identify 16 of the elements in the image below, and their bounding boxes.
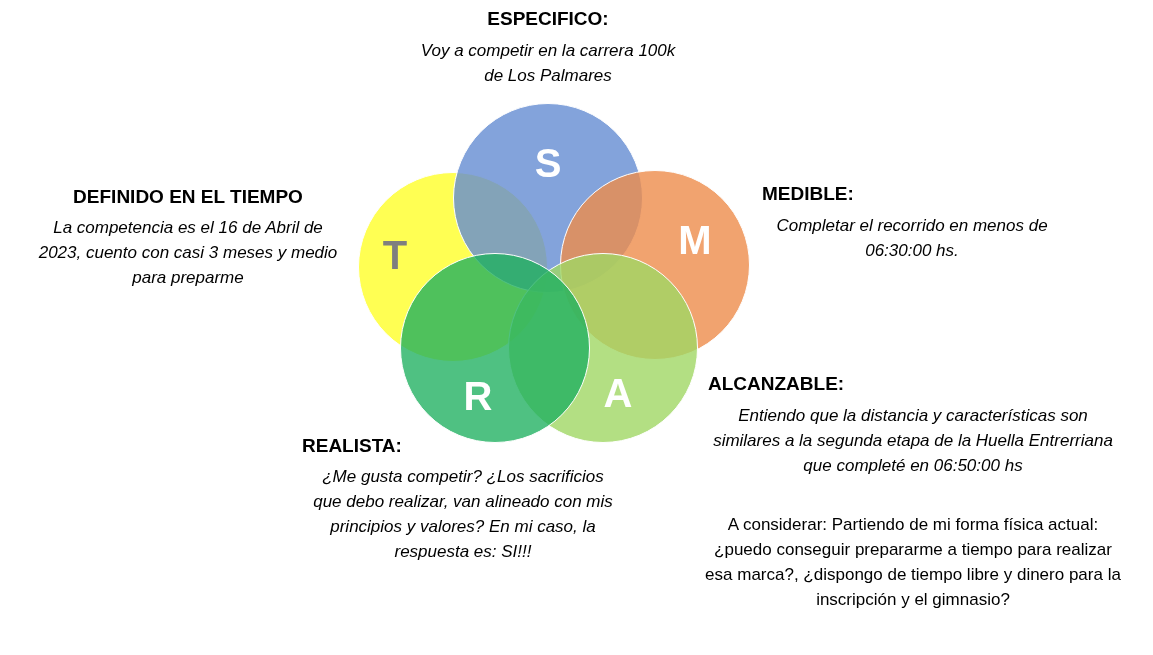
description-text: La competencia es el 16 de Abril de 2023, cuento con casi 3 meses y medio para preparme [37, 217, 339, 289]
circle-letter: A [603, 373, 633, 413]
circle-letter: M [678, 220, 712, 260]
description-text: Completar el recorrido en menos de 06:30:00 hs. [775, 215, 1049, 262]
description-text: Entiendo que la distancia y características son similares a la segunda etapa de la Huella Entrerriana que completé en 06:50:00 hs [712, 405, 1114, 477]
circle-letter: S [534, 143, 562, 183]
heading-text: MEDIBLE: [762, 183, 855, 205]
heading-text: ALCANZABLE: [708, 373, 846, 395]
heading-text: DEFINIDO EN EL TIEMPO [72, 186, 304, 208]
note-text: A considerar: Partiendo de mi forma física actual: ¿puedo conseguir prepararme a tiempo para realizar esa marca?, ¿dispongo de tiempo libre y dinero para la inscripción y el gimnasio? [704, 514, 1122, 611]
circle-letter: T [382, 235, 408, 275]
heading-text: ESPECIFICO: [486, 8, 610, 30]
circle-letter: R [463, 376, 493, 416]
description-text: Voy a competir en la carrera 100k de Los Palmares [419, 40, 677, 87]
heading-text: REALISTA: [302, 435, 403, 457]
description-text: ¿Me gusta competir? ¿Los sacrificios que debo realizar, van alineado con mis principios y valores? En mi caso, la respuesta es: SI!!! [312, 466, 614, 563]
